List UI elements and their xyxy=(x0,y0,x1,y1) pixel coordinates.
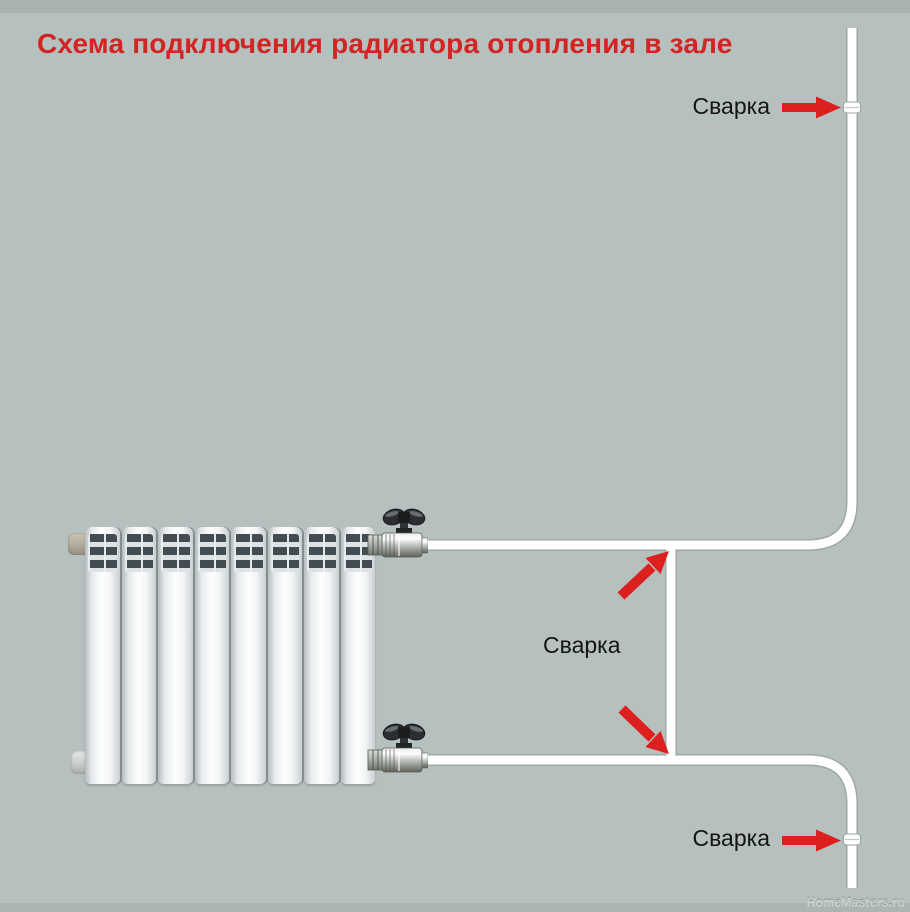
weld-arrow-middle-up-icon xyxy=(617,551,669,600)
valve-body xyxy=(367,747,428,773)
top-valve xyxy=(367,508,428,558)
radiator-top-plug xyxy=(68,533,87,555)
weld-label-bottom: Сварка xyxy=(692,825,770,851)
valve-handle-icon xyxy=(382,508,426,535)
return-pipe xyxy=(424,755,857,888)
weld-arrow-top-icon xyxy=(782,96,841,119)
radiator-fins xyxy=(234,534,263,572)
radiator-section xyxy=(340,527,375,784)
bottom-valve xyxy=(367,723,428,773)
weld-joint-bottom xyxy=(843,833,861,846)
radiator-section xyxy=(267,527,302,784)
page-title: Схема подключения радиатора отопления в … xyxy=(37,28,733,59)
radiator-fins xyxy=(161,534,190,572)
radiator-fins xyxy=(197,534,226,572)
radiator-sections xyxy=(85,527,375,784)
valve-body xyxy=(367,532,428,558)
radiator-section xyxy=(158,527,193,784)
radiator-section xyxy=(194,527,229,784)
radiator-section xyxy=(121,527,156,784)
valve-handle-icon xyxy=(382,723,426,750)
top-band xyxy=(0,0,910,13)
weld-label-middle: Сварка xyxy=(543,632,621,658)
radiator-section xyxy=(231,527,266,784)
radiator-section xyxy=(85,527,120,784)
radiator-fins xyxy=(307,534,336,572)
radiator-fins xyxy=(343,534,372,572)
bottom-band xyxy=(0,903,910,912)
weld-joint-top xyxy=(843,101,861,114)
radiator xyxy=(68,527,375,784)
watermark: HomeMasters.ru xyxy=(806,895,905,909)
pipe-shadows xyxy=(424,28,858,888)
radiator-fins xyxy=(270,534,299,572)
radiator-fins xyxy=(88,534,117,572)
radiator-section xyxy=(304,527,339,784)
weld-arrow-bottom-icon xyxy=(782,829,841,852)
radiator-bottom-plug xyxy=(71,751,87,774)
weld-arrow-middle-down-icon xyxy=(618,705,669,754)
radiator-fins xyxy=(124,534,153,572)
weld-label-top: Сварка xyxy=(692,93,770,119)
